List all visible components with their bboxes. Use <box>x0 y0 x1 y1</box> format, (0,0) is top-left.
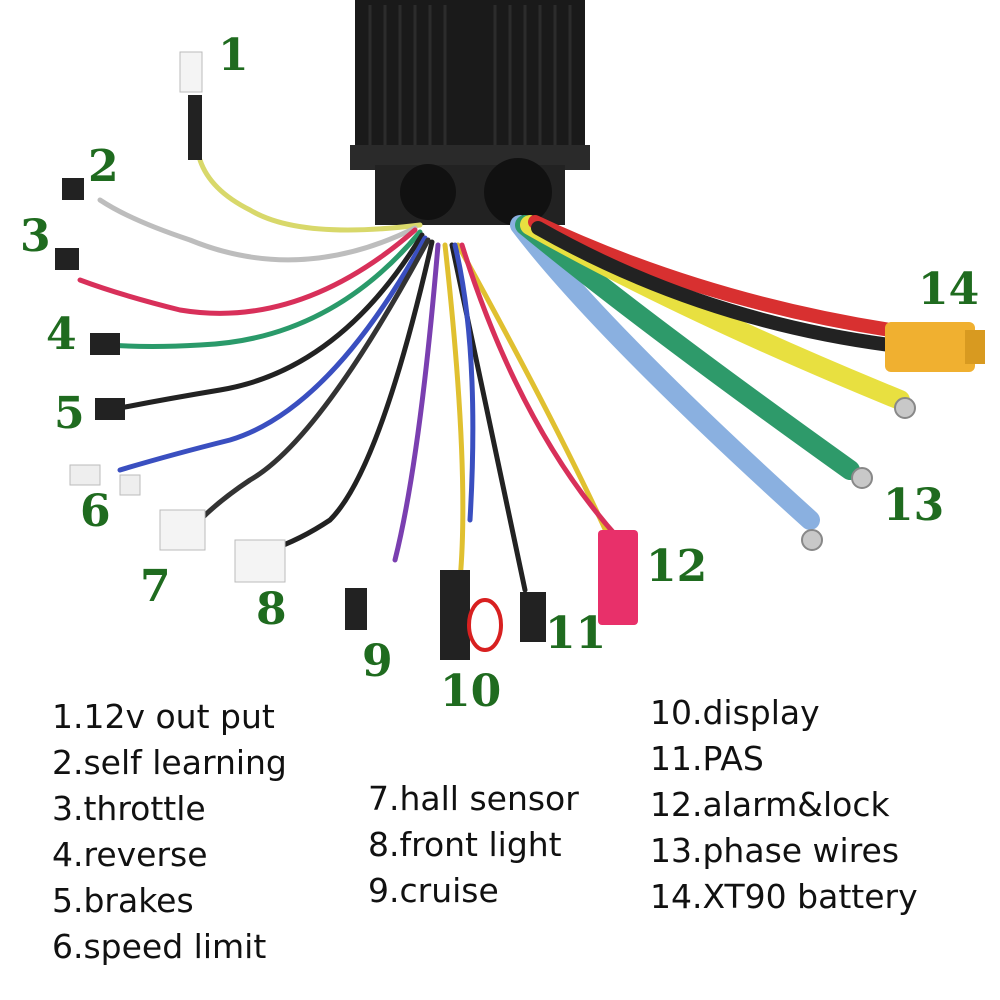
callout-12: 12 <box>646 541 708 592</box>
legend-item: 12.alarm&lock <box>650 785 890 824</box>
legend-item: 4.reverse <box>52 835 208 874</box>
legend-item: 1.12v out put <box>52 697 275 736</box>
legend-item: 3.throttle <box>52 789 206 828</box>
legend-item: 10.display <box>650 693 820 732</box>
callout-2: 2 <box>88 141 119 192</box>
callout-10: 10 <box>440 666 502 717</box>
callout-9: 9 <box>362 636 393 687</box>
legend-item: 11.PAS <box>650 739 764 778</box>
small-connectors <box>55 51 638 660</box>
callout-11: 11 <box>545 608 607 659</box>
callout-5: 5 <box>54 388 85 439</box>
callout-6: 6 <box>80 486 111 537</box>
controller-body <box>350 0 590 226</box>
callout-13: 13 <box>883 480 945 531</box>
ring-terminals <box>801 397 916 551</box>
power-wires <box>510 215 910 530</box>
signal-wires <box>77 157 623 593</box>
callout-14: 14 <box>918 264 980 315</box>
legend-item: 13.phase wires <box>650 831 900 870</box>
legend-column-1: 1.12v out put 2.self learning 3.throttle… <box>52 694 287 970</box>
callout-1: 1 <box>218 30 249 81</box>
legend-column-3: 10.display 11.PAS 12.alarm&lock 13.phase… <box>650 690 918 920</box>
callout-3: 3 <box>20 211 51 262</box>
legend-item: 7.hall sensor <box>368 779 579 818</box>
callout-4: 4 <box>46 309 77 360</box>
xt90-connector <box>885 322 985 372</box>
legend-column-2: 7.hall sensor 8.front light 9.cruise <box>368 776 579 914</box>
legend-item: 8.front light <box>368 825 562 864</box>
legend-item: 6.speed limit <box>52 927 267 966</box>
legend-item: 2.self learning <box>52 743 287 782</box>
legend-item: 14.XT90 battery <box>650 877 918 916</box>
callout-7: 7 <box>140 561 171 612</box>
legend-item: 9.cruise <box>368 871 499 910</box>
callout-8: 8 <box>256 584 287 635</box>
controller-wiring-photo <box>55 0 985 660</box>
legend-item: 5.brakes <box>52 881 194 920</box>
